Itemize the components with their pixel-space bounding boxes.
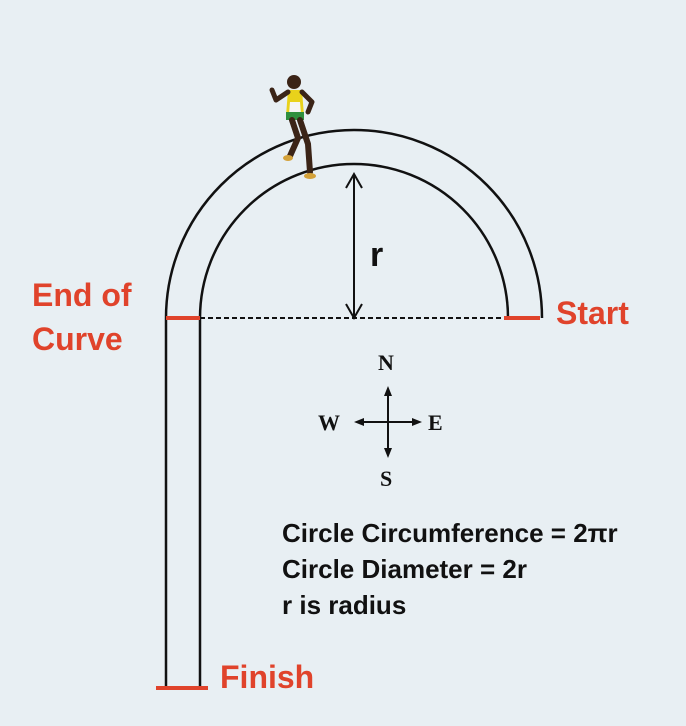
outer-track-line: [164, 128, 544, 688]
compass-north-label: N: [378, 350, 394, 375]
compass-rose: N S E W: [318, 350, 443, 491]
start-label: Start: [556, 295, 629, 331]
radius-definition: r is radius: [282, 590, 407, 620]
compass-east-label: E: [428, 410, 443, 435]
compass-arrow-west: [354, 418, 364, 426]
diameter-formula: Circle Diameter = 2r: [282, 554, 527, 584]
radius-label: r: [370, 236, 383, 274]
end-of-curve-label-line2: Curve: [32, 321, 123, 357]
compass-west-label: W: [318, 410, 340, 435]
compass-south-label: S: [380, 466, 392, 491]
end-of-curve-label-line1: End of: [32, 277, 132, 313]
radius-arrow-head-bottom: [345, 303, 363, 321]
finish-label: Finish: [220, 659, 314, 695]
formula-block: Circle Circumference = 2πr Circle Diamet…: [282, 515, 618, 623]
compass-arrow-east: [412, 418, 422, 426]
radius-arrow-head-top: [345, 171, 363, 189]
runner-icon: [269, 75, 316, 179]
circumference-formula: Circle Circumference = 2πr: [282, 518, 618, 548]
compass-arrow-north: [384, 386, 392, 396]
compass-arrow-south: [384, 448, 392, 458]
inner-track-line: [198, 162, 510, 688]
